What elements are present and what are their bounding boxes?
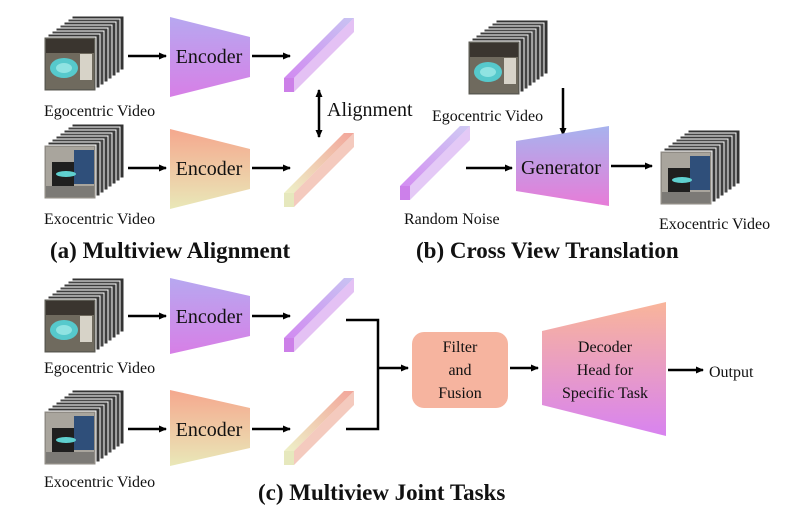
exo-video-label: Exocentric Video — [44, 211, 155, 228]
ego-video-label: Egocentric Video — [44, 103, 155, 120]
exo-encoder-label: Encoder — [176, 158, 243, 180]
ego-feature-block — [284, 18, 354, 92]
random-noise-label: Random Noise — [404, 211, 500, 228]
alignment-label: Alignment — [327, 99, 413, 121]
filter-line3: Fusion — [438, 385, 482, 402]
random-noise-block — [400, 126, 470, 200]
ego-encoder — [170, 17, 250, 97]
exo-video-label-c: Exocentric Video — [44, 474, 155, 491]
ego-video-label-c: Egocentric Video — [44, 360, 155, 377]
exo-video-label-b: Exocentric Video — [659, 216, 770, 233]
ego-video-label-b: Egocentric Video — [432, 108, 543, 125]
filter-line2: and — [448, 362, 471, 379]
panel-b: Egocentric Video Random Noise Generator … — [400, 19, 770, 263]
ego-video-thumbnail — [43, 15, 125, 92]
panel-c: Egocentric Video Encoder Exocentric Vide… — [43, 277, 754, 505]
caption-b: (b) Cross View Translation — [416, 238, 679, 263]
ego-encoder-label-c: Encoder — [176, 306, 243, 328]
exo-encoder — [170, 129, 250, 209]
filter-fusion-block — [412, 332, 508, 408]
filter-line1: Filter — [443, 339, 478, 356]
panel-a: Egocentric Video Encoder Alignment Exoce… — [43, 15, 413, 263]
exo-feature-block-c — [284, 391, 354, 465]
caption-a: (a) Multiview Alignment — [50, 238, 291, 263]
decoder-line3: Specific Task — [562, 385, 648, 402]
output-label: Output — [709, 364, 754, 381]
generator-block — [516, 126, 609, 206]
ego-video-thumbnail-b — [467, 19, 549, 96]
exo-feature-block — [284, 133, 354, 207]
ego-encoder-label: Encoder — [176, 46, 243, 68]
ego-feature-block-c — [284, 278, 354, 352]
exo-video-thumbnail-b — [659, 129, 741, 206]
decoder-head-block — [542, 302, 666, 436]
exo-video-thumbnail-c — [43, 389, 125, 466]
exo-video-thumbnail — [43, 123, 125, 200]
decoder-line2: Head for — [577, 362, 634, 379]
caption-c: (c) Multiview Joint Tasks — [258, 480, 505, 505]
exo-encoder-c — [170, 390, 250, 466]
ego-encoder-c — [170, 278, 250, 354]
ego-video-thumbnail-c — [43, 277, 125, 354]
exo-encoder-label-c: Encoder — [176, 419, 243, 441]
generator-label: Generator — [521, 157, 601, 179]
merge-connector — [346, 318, 380, 431]
decoder-line1: Decoder — [578, 339, 633, 356]
